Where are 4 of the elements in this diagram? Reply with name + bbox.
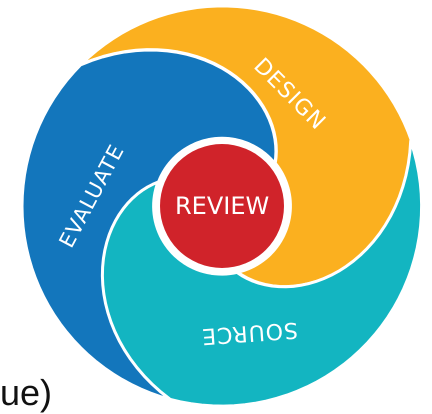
cut-off-text: ue): [0, 372, 52, 414]
center-label: REVIEW: [175, 192, 270, 220]
center-circle: [160, 144, 284, 268]
segment-label: SOURCE: [200, 317, 300, 349]
